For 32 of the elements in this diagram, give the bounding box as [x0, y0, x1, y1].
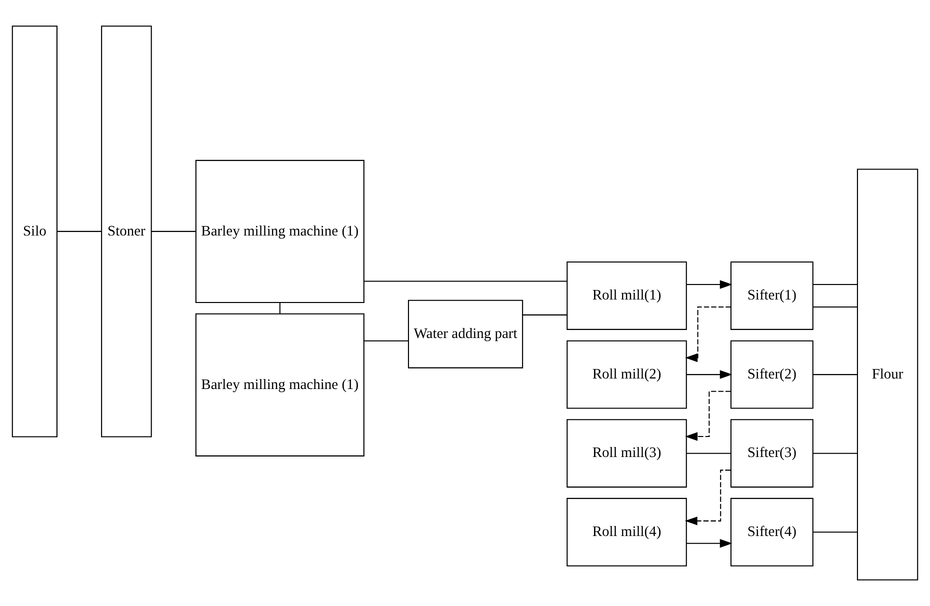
node-box: Roll mill(3)	[566, 419, 687, 488]
node-box: Sifter(3)	[730, 419, 814, 488]
node-box: Roll mill(1)	[566, 262, 687, 330]
arrow	[685, 390, 731, 441]
connector	[151, 230, 196, 232]
arrow	[684, 470, 730, 526]
connector	[813, 306, 858, 308]
connector	[686, 452, 731, 454]
node-box: Roll mill(2)	[566, 340, 687, 409]
node-box: Sifter(4)	[730, 498, 814, 566]
node-box: Stoner	[101, 26, 152, 438]
connector	[813, 374, 858, 376]
node-box: Sifter(1)	[730, 262, 814, 330]
node-box: Sifter(2)	[730, 340, 814, 409]
arrow	[685, 306, 731, 362]
connector	[813, 452, 858, 454]
node-box: Flour	[856, 168, 918, 580]
connector	[813, 532, 858, 533]
connector	[522, 314, 567, 316]
node-box: Water adding part	[408, 300, 524, 368]
node-box: Silo	[12, 26, 58, 438]
connector	[279, 302, 280, 314]
node-box: Roll mill(4)	[566, 498, 687, 566]
arrow	[686, 539, 732, 548]
connector	[813, 284, 858, 286]
connector	[364, 280, 568, 282]
connector	[57, 230, 102, 232]
arrow	[686, 280, 732, 289]
node-box: Barley milling machine (1)	[195, 160, 364, 303]
node-box: Barley milling machine (1)	[195, 313, 364, 456]
connector	[364, 340, 408, 342]
arrow	[686, 370, 732, 379]
